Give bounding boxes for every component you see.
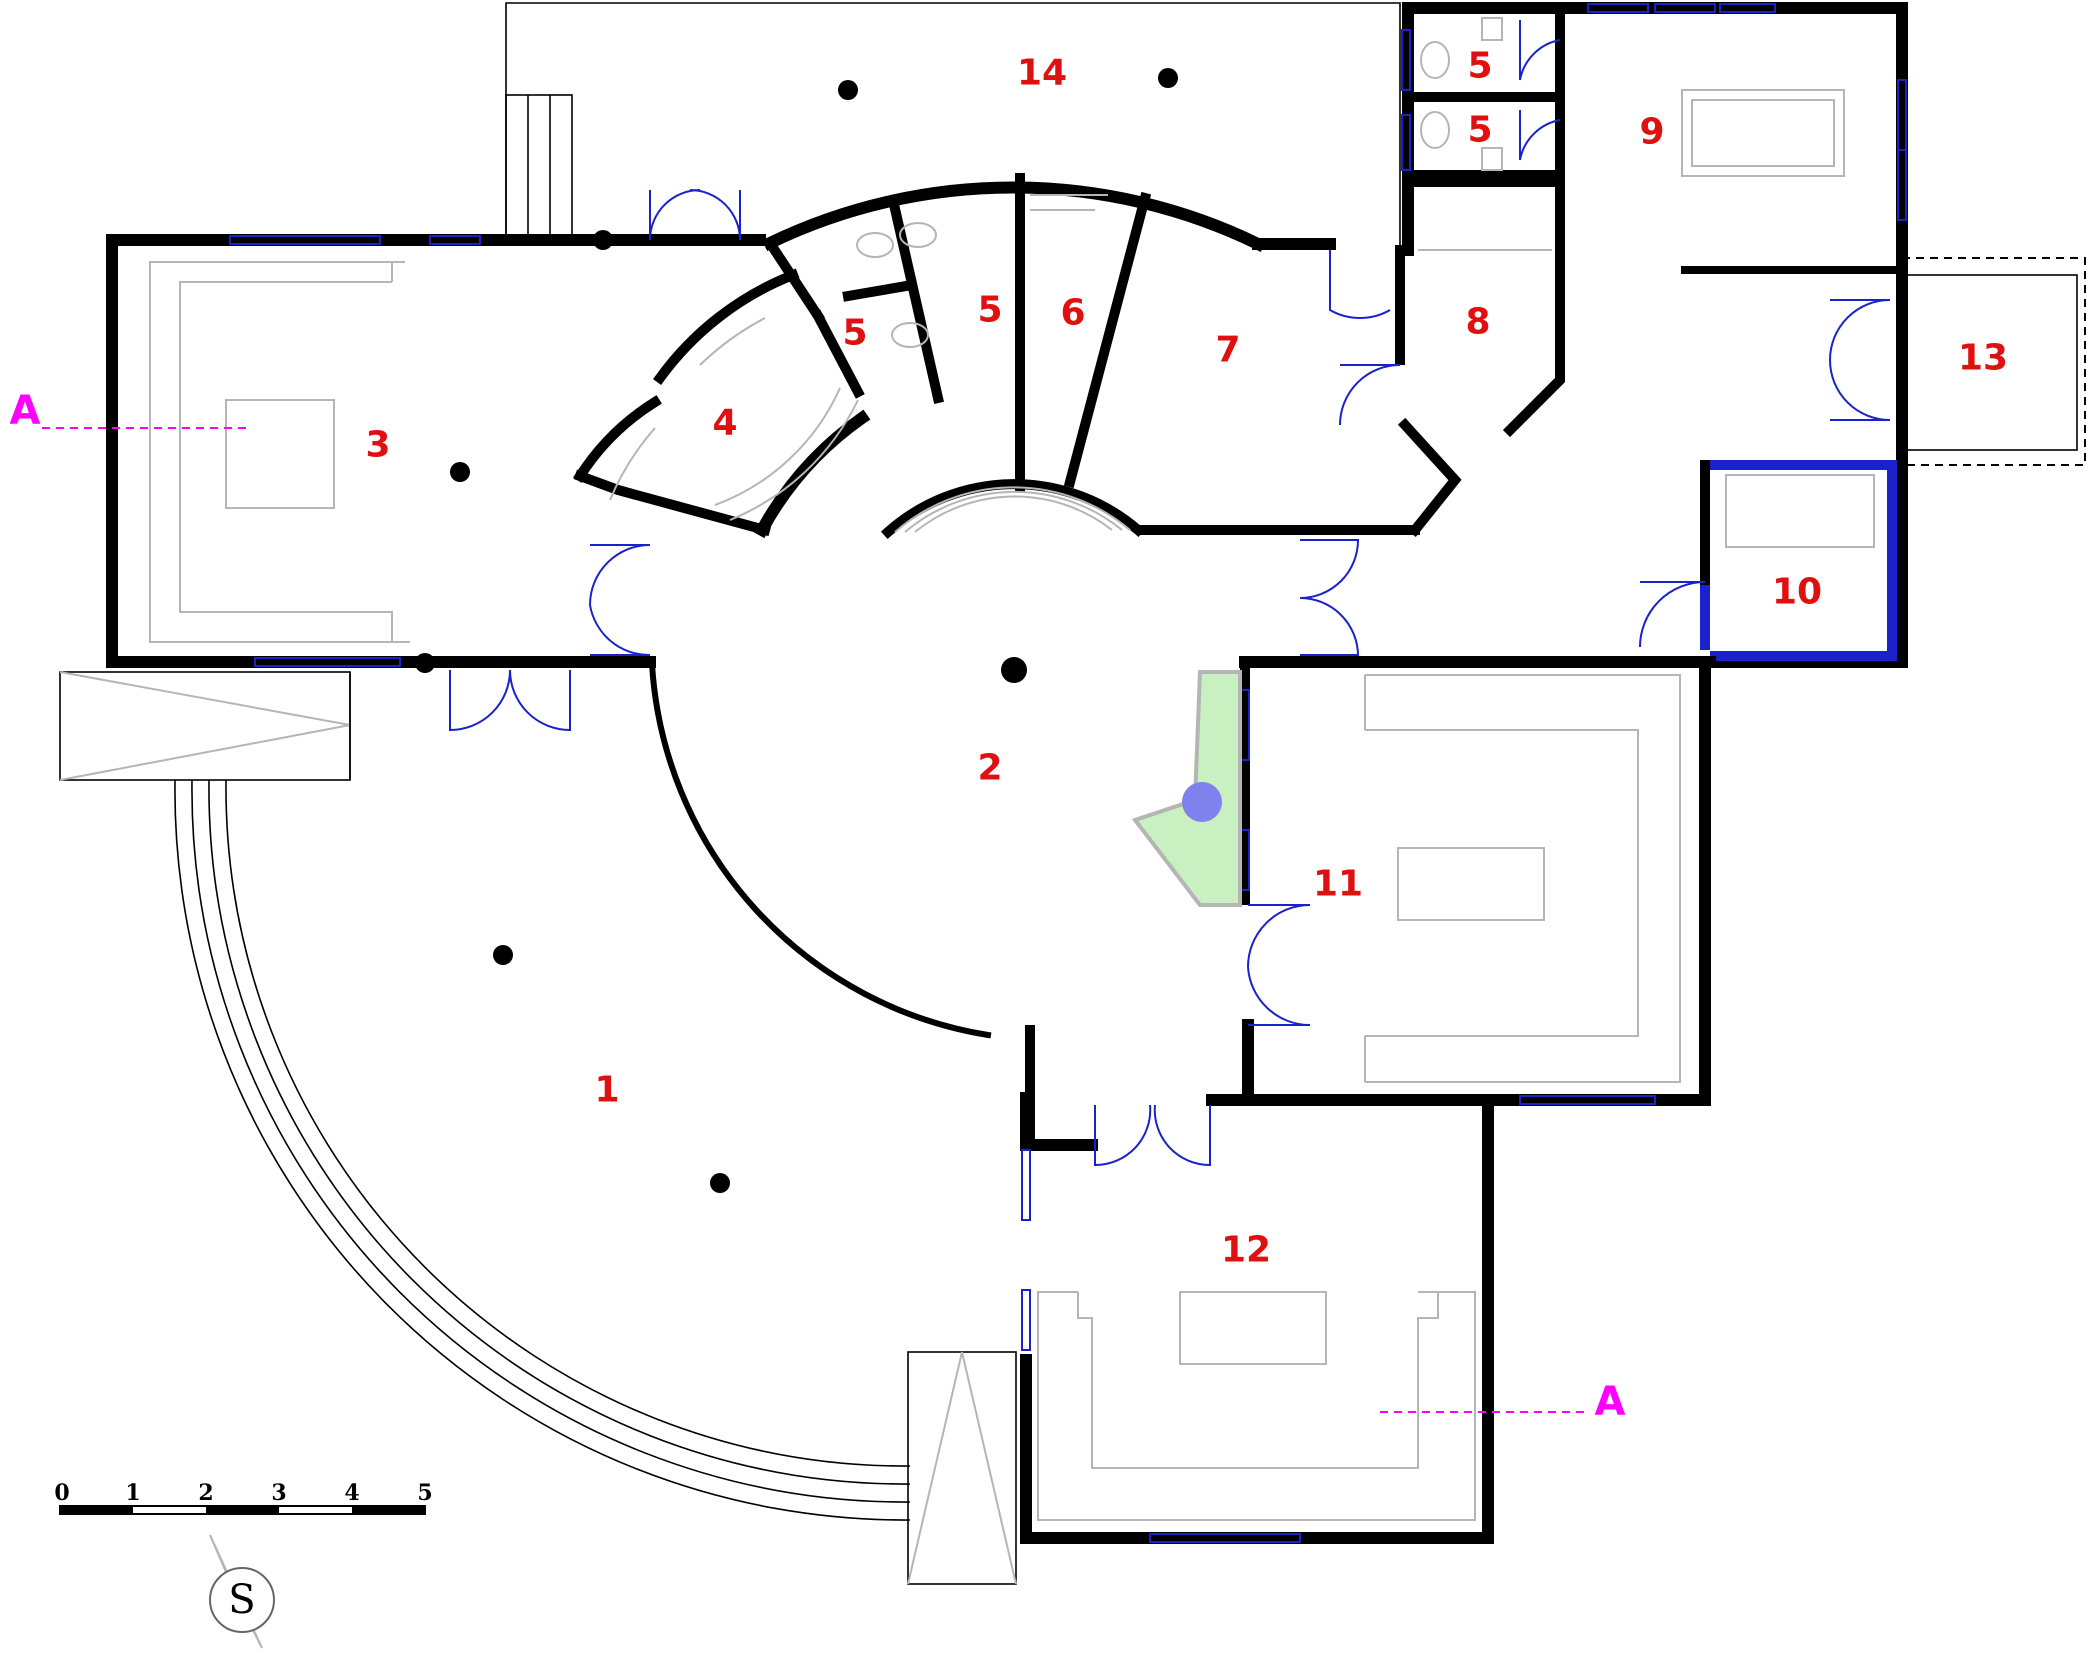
room-label-12: 12 (1221, 1230, 1271, 1271)
room-label-3: 3 (365, 425, 390, 466)
room-13-inner (1901, 274, 2078, 451)
room-label-1: 1 (594, 1070, 619, 1111)
room-label-11: 11 (1313, 864, 1363, 905)
room-label-5a: 5 (842, 313, 867, 354)
section-marker-right: A (1595, 1379, 1626, 1425)
room-labels: 1 2 3 4 5 5 5 5 6 7 8 9 10 11 12 13 14 (365, 46, 2008, 1271)
room-label-5c: 5 (1467, 46, 1492, 87)
compass-icon: S (209, 1534, 275, 1649)
walls (106, 2, 1908, 1544)
room-label-6: 6 (1060, 293, 1085, 334)
section-marker-left: A (10, 388, 41, 434)
patio-steps (59, 671, 1017, 1585)
room-label-4: 4 (712, 403, 737, 444)
room-label-9: 9 (1639, 112, 1664, 153)
section-markers: A A (10, 388, 1626, 1425)
windows (229, 3, 1907, 1543)
room-label-5d: 5 (1467, 110, 1492, 151)
terrace-outline (505, 2, 1401, 250)
columns (415, 68, 1178, 1193)
scale-tick-0: 0 (54, 1480, 69, 1506)
scale-bar: 0 1 2 3 4 5 (54, 1480, 433, 1515)
room-label-7: 7 (1215, 330, 1240, 371)
room-label-8: 8 (1465, 302, 1490, 343)
doors (449, 20, 1891, 1167)
room-label-14: 14 (1017, 53, 1067, 94)
room-label-5b: 5 (977, 290, 1002, 331)
room-13-dashed-outline (1902, 257, 2086, 466)
fountain-icon (1182, 782, 1222, 822)
room-label-13: 13 (1958, 338, 2008, 379)
scale-tick-1: 1 (125, 1480, 140, 1506)
room-label-10: 10 (1772, 572, 1822, 613)
room-label-2: 2 (977, 748, 1002, 789)
scale-tick-4: 4 (344, 1480, 359, 1506)
scale-tick-2: 2 (198, 1480, 213, 1506)
compass-letter: S (228, 1577, 255, 1623)
scale-tick-3: 3 (271, 1480, 286, 1506)
furniture (149, 17, 1875, 1521)
scale-tick-5: 5 (417, 1480, 432, 1506)
